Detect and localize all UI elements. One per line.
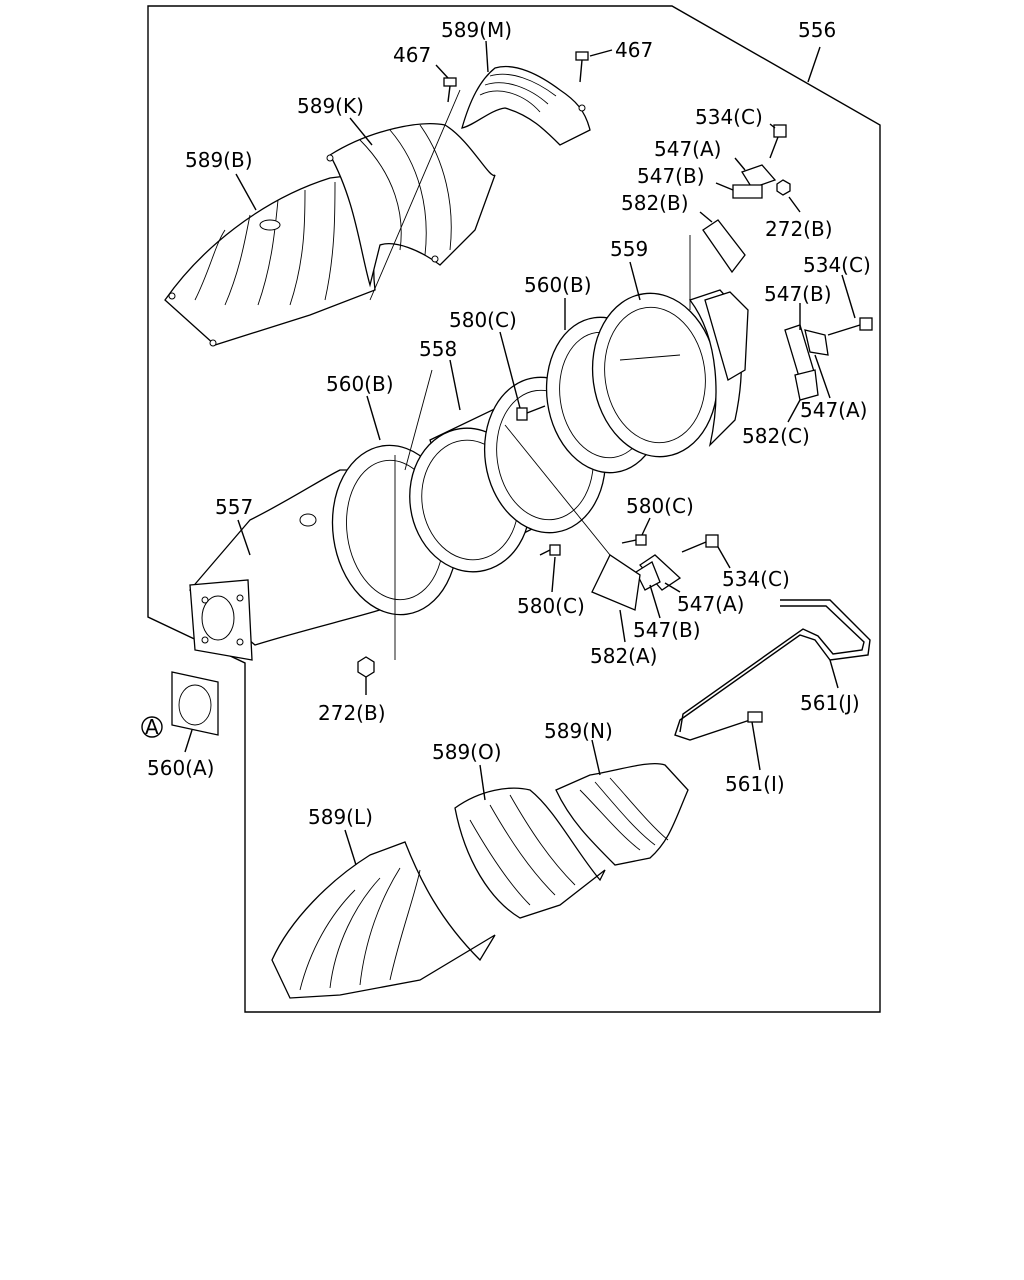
label-580c-low: 580(C) — [517, 594, 585, 618]
bolt-580c-top — [516, 405, 546, 421]
diagram-frame — [147, 5, 881, 1013]
gasket-560a — [171, 671, 219, 736]
bracket-582b — [702, 219, 746, 274]
part-labels: 589(M) 467 467 589(K) 589(B) 534(C) 547(… — [147, 18, 871, 829]
bolt-580c-mid — [621, 534, 647, 546]
label-534c-top: 534(C) — [695, 105, 763, 129]
label-560b-right: 560(B) — [524, 273, 592, 297]
label-589k: 589(K) — [297, 94, 364, 118]
label-547b-mid: 547(B) — [633, 618, 701, 642]
label-589b: 589(B) — [185, 148, 253, 172]
label-534c-right: 534(C) — [803, 253, 871, 277]
label-534c-mid: 534(C) — [722, 567, 790, 591]
label-582a: 582(A) — [590, 644, 657, 668]
clamp-547ab-right — [784, 324, 829, 381]
label-559: 559 — [610, 237, 648, 261]
label-557: 557 — [215, 495, 253, 519]
label-589n: 589(N) — [544, 719, 613, 743]
pipe-561j — [674, 599, 871, 741]
label-547b-top: 547(B) — [637, 164, 705, 188]
bolt-534c-mid — [681, 534, 719, 553]
label-547a-mid: 547(A) — [677, 592, 744, 616]
label-467-right: 467 — [615, 38, 653, 62]
bolt-534c-right — [827, 317, 873, 336]
label-580c-mid: 580(C) — [626, 494, 694, 518]
pipe-561i — [747, 711, 763, 723]
heat-shield-589m — [461, 65, 591, 146]
label-561j: 561(J) — [800, 691, 860, 715]
label-560b-left: 560(B) — [326, 372, 394, 396]
heat-shield-589n — [555, 763, 689, 866]
nut-272b-low — [357, 656, 375, 678]
svg-text:A: A — [145, 715, 159, 739]
bolt-534c-top — [769, 124, 787, 159]
label-547a-right: 547(A) — [800, 398, 867, 422]
leader-556 — [807, 46, 821, 83]
label-272b-low: 272(B) — [318, 701, 386, 725]
circle-marker-a: A — [141, 715, 163, 739]
label-589l: 589(L) — [308, 805, 373, 829]
heat-shield-589k — [326, 123, 496, 288]
heat-shield-589l — [271, 841, 496, 999]
clamp-547ab-top — [732, 164, 777, 199]
clamp-547ab-mid — [635, 554, 682, 591]
nut-272b-top — [776, 179, 791, 196]
label-467-left: 467 — [393, 43, 431, 67]
label-561i: 561(I) — [725, 772, 785, 796]
label-589m: 589(M) — [441, 18, 512, 42]
label-547b-right: 547(B) — [764, 282, 832, 306]
bolt-467-right — [575, 51, 589, 83]
label-589o: 589(O) — [432, 740, 502, 764]
bolt-580c-low — [539, 544, 561, 556]
outlet-cone-559 — [591, 289, 749, 458]
label-547a-top: 547(A) — [654, 137, 721, 161]
assembly-number: 556 — [798, 18, 836, 42]
heat-shield-589o — [454, 787, 606, 919]
bracket-582a — [591, 554, 641, 611]
label-582c: 582(C) — [742, 424, 810, 448]
leader-lines — [184, 40, 856, 866]
label-272b-top: 272(B) — [765, 217, 833, 241]
bracket-582c — [794, 369, 819, 401]
label-580c-top: 580(C) — [449, 308, 517, 332]
label-560a: 560(A) — [147, 756, 214, 780]
label-558: 558 — [419, 337, 457, 361]
bolt-467-left — [443, 77, 457, 103]
label-582b: 582(B) — [621, 191, 689, 215]
